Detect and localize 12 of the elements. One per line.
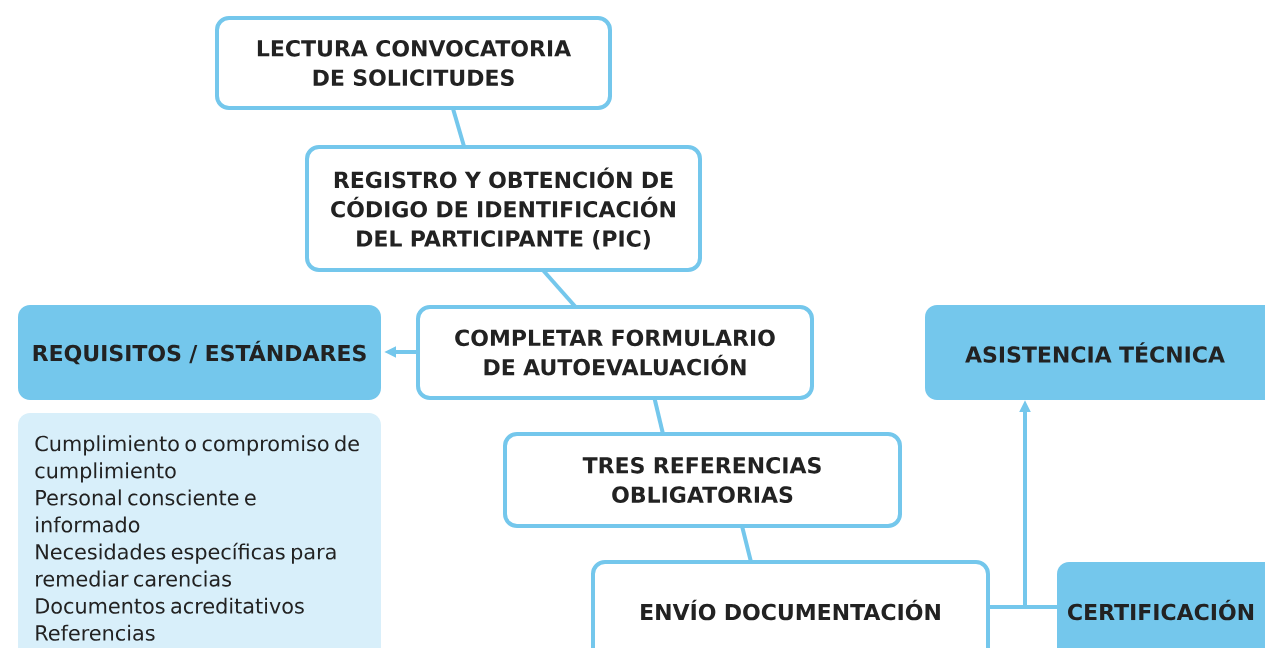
- category-box: ASISTENCIA TÉCNICA: [925, 305, 1265, 400]
- process-box: LECTURA CONVOCATORIA DE SOLICITUDES: [215, 16, 612, 110]
- process-box: REGISTRO Y OBTENCIÓN DE CÓDIGO DE IDENTIFICACIÓN DEL PARTICIPANTE (PIC): [305, 145, 702, 272]
- connector: [450, 107, 467, 148]
- process-box: ENVÍO DOCUMENTACIÓN: [591, 560, 990, 648]
- category-box: CERTIFICACIÓN: [1057, 562, 1265, 648]
- list-box: Cumplimiento o compromiso de cumplimiento Personal consciente e informado Necesidades específicas para remediar carencias Documentos acreditativos Referencias: [18, 413, 381, 648]
- category-box: REQUISITOS / ESTÁNDARES: [18, 305, 381, 400]
- connector: [740, 525, 753, 563]
- process-box: TRES REFERENCIAS OBLIGATORIAS: [503, 432, 902, 528]
- connector: [652, 397, 665, 435]
- process-box: COMPLETAR FORMULARIO DE AUTOEVALUACIÓN: [416, 305, 814, 400]
